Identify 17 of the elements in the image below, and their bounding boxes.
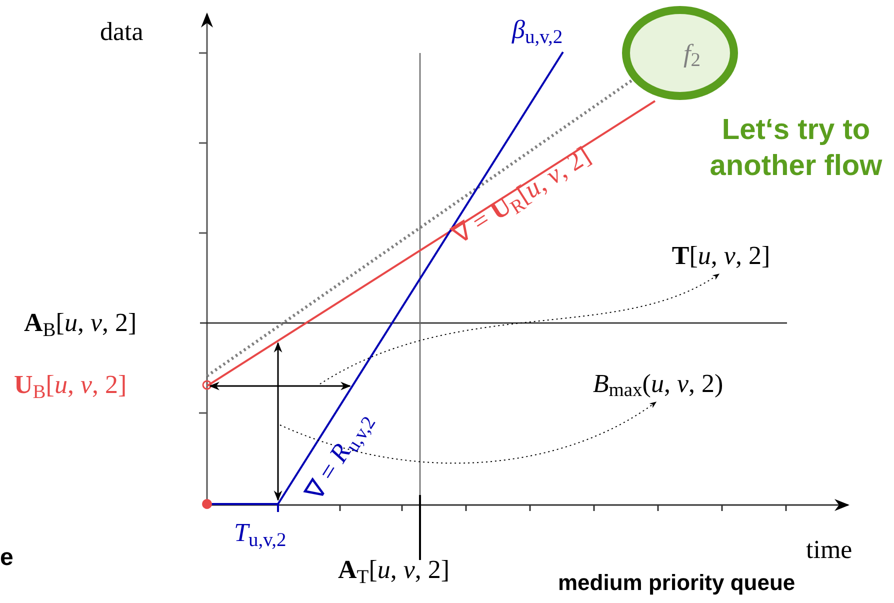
ellipse-node: f$_{2}$ <box>622 6 738 100</box>
axis-label: data <box>100 16 144 48</box>
math-label: T[u, v, 2] <box>648 236 794 274</box>
curve-label: β$_{u,v,2}$ <box>512 14 563 49</box>
backlog-arrow <box>274 342 282 502</box>
annotation-text: Let‘s try to another flow <box>708 113 884 184</box>
math-label: B$_{max}$(u, v, 2) <box>548 364 768 402</box>
axis-label: time <box>806 534 852 566</box>
text-fragment: e <box>0 543 14 573</box>
caption-text: medium priority queue <box>558 569 796 597</box>
axis-value-label: T$_{u,v,2}$ <box>234 517 286 552</box>
delay-arrow <box>208 382 352 390</box>
axis-value-label: U$_{B}$[u, v, 2] <box>14 369 127 404</box>
leader-line <box>320 274 720 384</box>
leader-line <box>280 402 657 464</box>
axis-value-label: A$_{B}$[u, v, 2] <box>24 307 137 342</box>
axis-value-label: A$_{T}$[u, v, 2] <box>338 554 450 589</box>
